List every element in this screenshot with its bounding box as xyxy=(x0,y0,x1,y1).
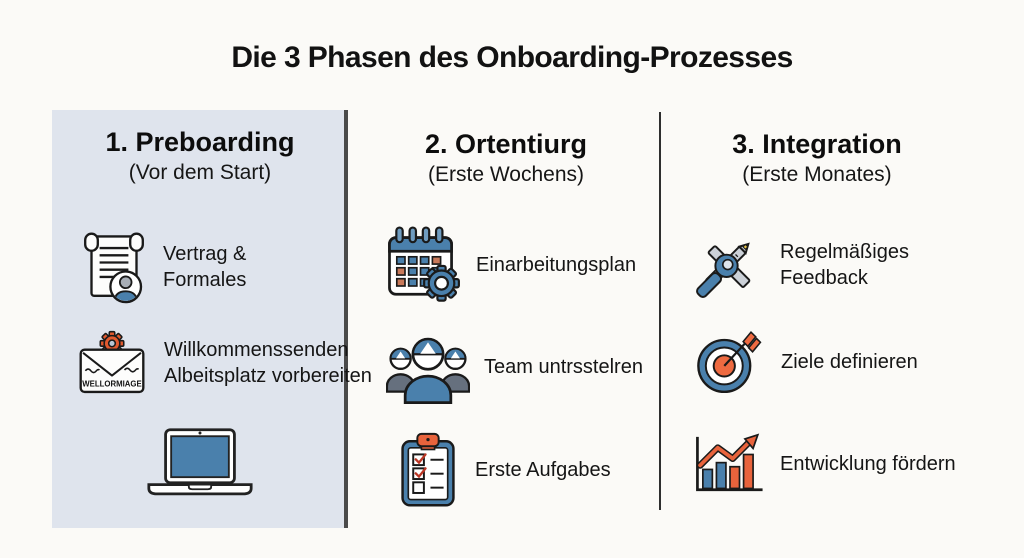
column-subheading: (Erste Wochens) xyxy=(428,163,584,186)
column-divider xyxy=(659,112,661,510)
item-first-tasks: Erste Aufgabes xyxy=(396,424,611,516)
contract-scroll-icon xyxy=(78,222,150,312)
column-subheading: (Erste Monates) xyxy=(742,163,892,186)
item-label: Willkommenssenden Albeitsplatz vorbereit… xyxy=(164,339,372,387)
item-feedback: Regelmäßiges Feedback xyxy=(696,228,909,302)
item-label: Regelmäßiges Feedback xyxy=(780,241,909,289)
item-label: Vertrag & Formales xyxy=(163,243,247,291)
item-label: Entwicklung fördern xyxy=(780,453,956,475)
item-development: Entwicklung fördern xyxy=(692,430,956,498)
item-team: Team untrsstelren xyxy=(386,328,643,406)
item-label: Einarbeitungsplan xyxy=(476,254,637,276)
item-label: Erste Aufgabes xyxy=(475,459,611,481)
item-goals: Ziele definieren xyxy=(694,328,918,396)
page-title: Die 3 Phasen des Onboarding-Prozesses xyxy=(231,41,793,74)
header-integration: 3. Integration (Erste Monates) xyxy=(672,129,962,187)
laptop-icon xyxy=(139,426,261,506)
item-onboarding-plan: Einarbeitungsplan xyxy=(384,222,636,308)
header-preboarding: 1. Preboarding (Vor dem Start) xyxy=(52,127,348,185)
target-arrow-icon xyxy=(694,329,764,395)
checklist-icon xyxy=(396,425,460,515)
envelope-caption: WELLORMIAGE xyxy=(82,379,141,388)
column-heading: 3. Integration xyxy=(732,129,902,159)
item-label: Ziele definieren xyxy=(781,351,918,373)
item-contract: Vertrag & Formales xyxy=(78,220,246,314)
team-icon xyxy=(386,330,470,404)
item-label: Team untrsstelren xyxy=(484,356,643,378)
column-subheading: (Vor dem Start) xyxy=(128,161,272,184)
growth-chart-icon xyxy=(692,432,768,496)
column-heading: 2. Ortentiurg xyxy=(424,129,587,159)
header-orientierung: 2. Ortentiurg (Erste Wochens) xyxy=(362,129,650,187)
item-welcome-mail: WELLORMIAGE Willkommenssenden Albeitspla… xyxy=(76,322,372,404)
item-laptop xyxy=(52,424,348,508)
welcome-mail-icon: WELLORMIAGE xyxy=(76,323,148,403)
feedback-tools-icon xyxy=(696,229,762,301)
calendar-gear-icon xyxy=(384,223,468,307)
column-heading: 1. Preboarding xyxy=(105,127,295,157)
